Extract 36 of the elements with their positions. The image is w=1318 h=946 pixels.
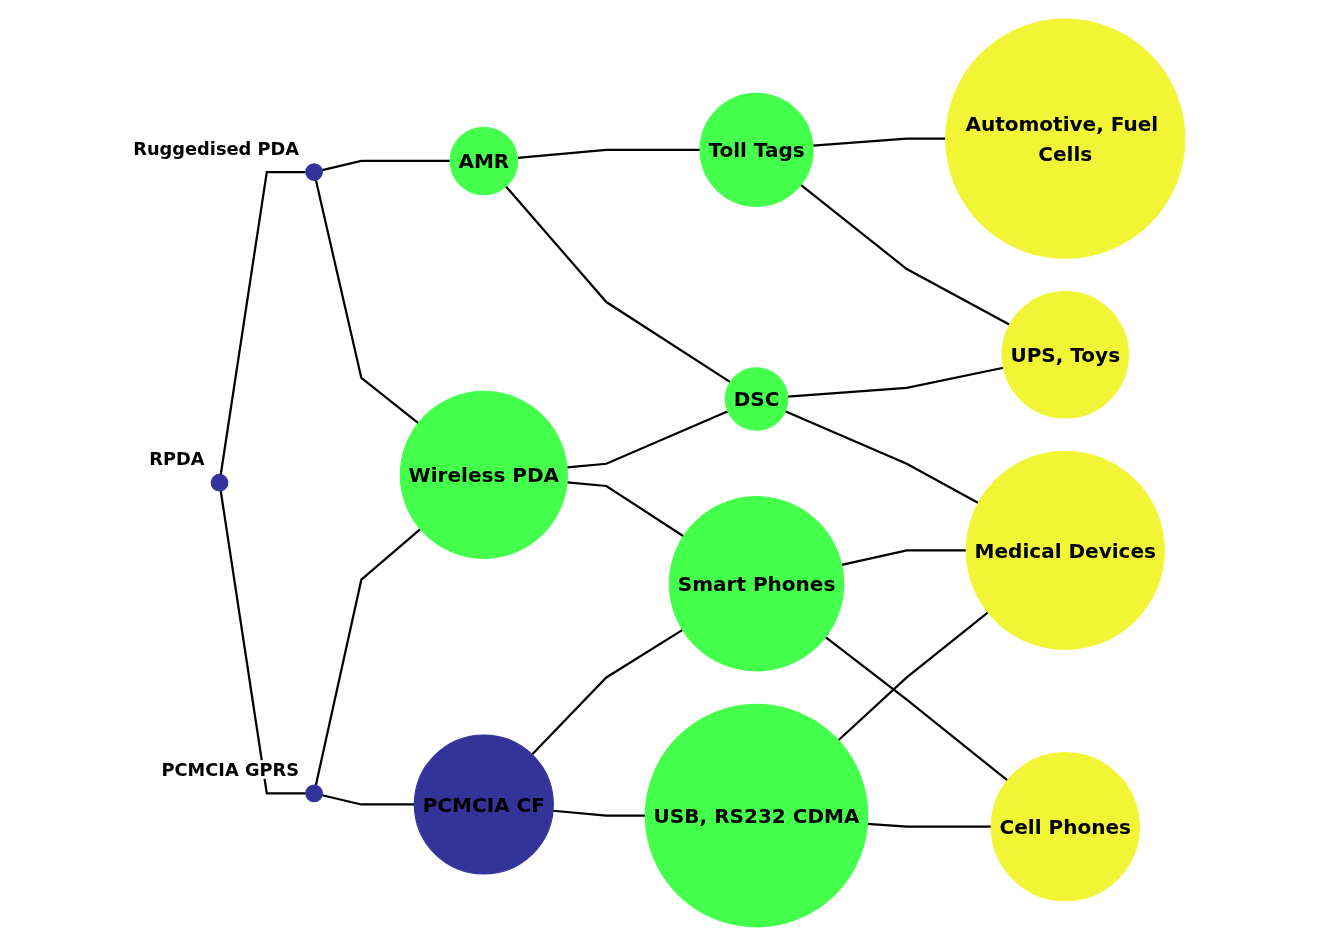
- node-circle: UPS, Toys: [1001, 291, 1129, 419]
- connector: [800, 184, 1011, 326]
- connector: [531, 628, 684, 756]
- node-circle: Smart Phones: [668, 496, 845, 672]
- connector: [566, 410, 729, 469]
- connector: [784, 410, 979, 504]
- connector: [505, 185, 731, 383]
- node-circle: Automotive, Fuel Cells: [945, 18, 1186, 259]
- connector: [219, 490, 306, 795]
- node-caption: Ruggedised PDA: [133, 137, 300, 159]
- connector: [812, 137, 946, 147]
- connector: [566, 481, 685, 538]
- connector: [219, 170, 306, 475]
- node-circle: Cell Phones: [990, 752, 1140, 902]
- node-circle: Toll Tags: [699, 92, 814, 207]
- connector: [321, 159, 451, 172]
- connector: [867, 822, 992, 828]
- connector: [517, 148, 701, 159]
- connector: [824, 636, 1009, 782]
- node-circle: [210, 473, 229, 492]
- connector: [787, 366, 1004, 398]
- node-caption: RPDA: [149, 448, 205, 470]
- node-circle: [305, 784, 323, 803]
- connector: [837, 611, 989, 742]
- node-circle: AMR: [449, 126, 519, 196]
- connector: [314, 528, 422, 786]
- node-circle: Wireless PDA: [399, 390, 568, 559]
- node-circle: DSC: [724, 367, 789, 431]
- connector: [321, 794, 415, 806]
- connector: [314, 179, 419, 424]
- connector: [841, 549, 967, 566]
- node-circle: USB, RS232 CDMA: [644, 703, 869, 928]
- node-circle: Medical Devices: [965, 450, 1165, 650]
- node-circle: PCMCIA CF: [413, 734, 554, 875]
- node-circle: [305, 163, 323, 181]
- connector: [552, 809, 646, 817]
